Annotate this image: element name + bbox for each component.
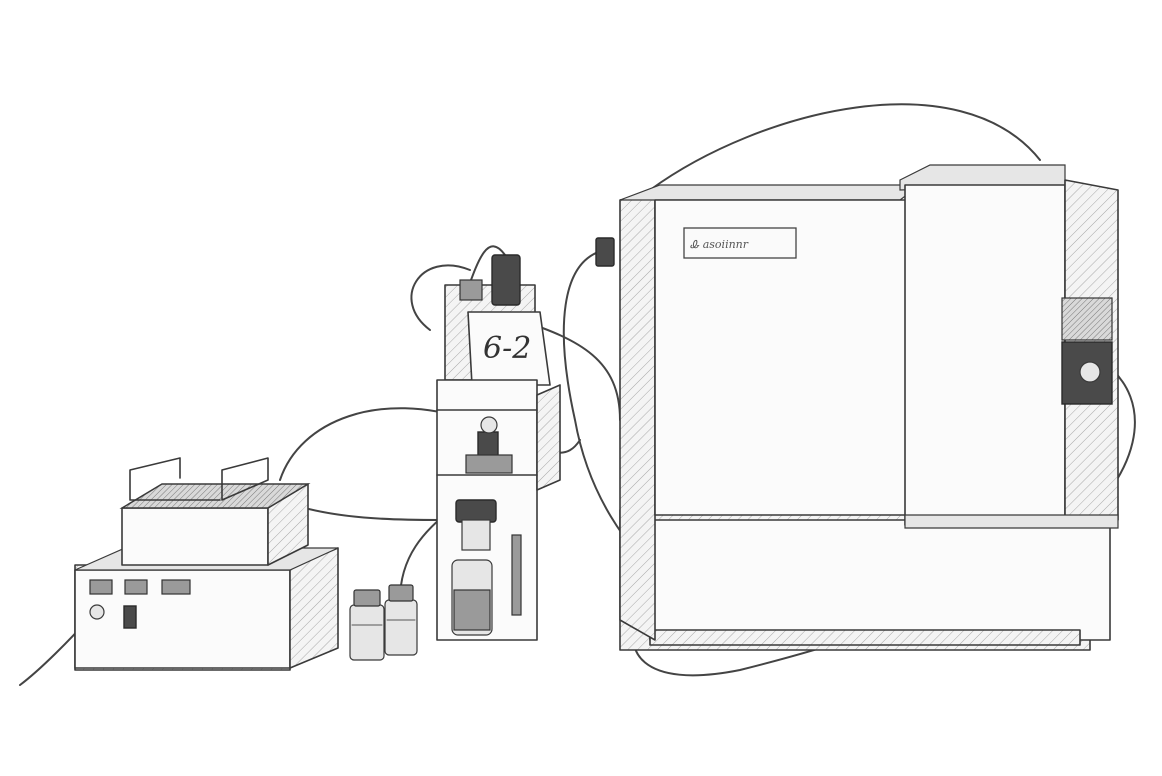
instrument-label-text: Ꮂ asoiinnr — [690, 238, 749, 251]
stirrer-cable-port — [89, 604, 105, 620]
stirrer-button-3 — [161, 579, 191, 595]
main-instrument: Ꮂ asoiinnr — [595, 164, 1119, 651]
outlet-port — [1079, 361, 1101, 383]
sample-vials — [349, 584, 418, 661]
instrument-tower — [904, 184, 1066, 526]
stirrer-switch — [123, 605, 137, 629]
stirrer-button-2 — [124, 579, 148, 595]
vial-tag-text: 6-2 — [483, 331, 531, 366]
pump-slot — [511, 534, 522, 616]
stirrer-unit — [74, 457, 339, 671]
pump-module: 6-2 — [436, 254, 561, 641]
inlet-fitting — [595, 237, 615, 267]
syringe-head — [455, 499, 497, 523]
pump-cap — [491, 254, 521, 306]
instrument-label — [683, 227, 797, 259]
vial-left — [349, 604, 385, 661]
vial-tag — [467, 311, 551, 386]
stirrer-button-1 — [89, 579, 113, 595]
vial-right — [384, 599, 418, 656]
